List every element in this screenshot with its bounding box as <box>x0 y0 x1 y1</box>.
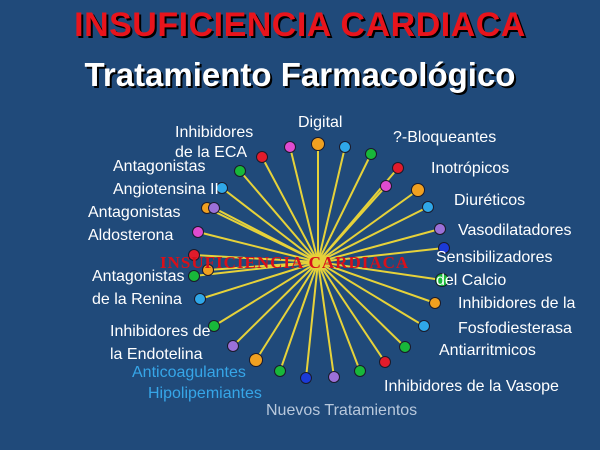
hub-spoke <box>317 261 436 304</box>
label-antagonistas-aldosterona: Antagonistas Aldosterona <box>88 204 181 244</box>
hub-node <box>392 162 404 174</box>
hub-node <box>300 372 312 384</box>
hub-node <box>411 183 425 197</box>
hub-spoke <box>197 231 319 263</box>
hub-node <box>202 264 214 276</box>
hub-node <box>256 151 268 163</box>
hub-nodes <box>188 137 450 384</box>
slide-subtitle: Tratamiento Farmacológico <box>84 56 516 93</box>
hub-node <box>216 182 228 194</box>
hub-node <box>365 148 377 160</box>
hub-node <box>328 371 340 383</box>
hub-spoke <box>317 261 406 348</box>
label-antiarritmicos: Antiarritmicos <box>439 342 536 359</box>
hub-center-label: INSUFICIENCIA CARDIACA <box>160 253 410 272</box>
hub-node <box>208 202 220 214</box>
hub-spoke <box>317 261 386 363</box>
hub-node <box>429 297 441 309</box>
label-inhibidores-eca: Inhibidores de la ECA <box>175 124 254 161</box>
hub-spoke <box>261 156 319 263</box>
hub-spoke <box>317 153 372 263</box>
hub-node <box>422 201 434 213</box>
hub-node <box>192 226 204 238</box>
hub-node <box>435 273 449 287</box>
label-diureticos: Diuréticos <box>454 192 526 209</box>
hub-spoke <box>239 170 319 263</box>
hub-node <box>339 141 351 153</box>
hub-spokes <box>193 144 445 379</box>
hub-spoke <box>199 261 319 300</box>
hub-spoke <box>317 146 346 263</box>
label-inhibidores-endotelina: Inhibidores de la Endotelina <box>110 323 211 363</box>
hub-node <box>188 270 200 282</box>
hub-spoke <box>317 189 419 263</box>
hub-node <box>188 249 200 261</box>
hub-node <box>249 353 263 367</box>
hub-node <box>379 356 391 368</box>
label-beta-bloqueantes: ?-Bloqueantes <box>393 129 497 146</box>
label-hipolipemiantes: Hipolipemiantes <box>148 385 262 402</box>
hub-node <box>274 365 286 377</box>
hub-spoke <box>232 261 319 347</box>
hub-center-dot <box>315 259 321 265</box>
hub-spoke <box>279 261 319 372</box>
hub-node <box>227 340 239 352</box>
hub-node <box>311 137 325 151</box>
hub-node <box>380 180 392 192</box>
hub-spoke <box>317 228 441 263</box>
hub-spoke <box>213 261 319 327</box>
label-vasodilatadores: Vasodilatadores <box>458 222 572 239</box>
hub-node <box>354 365 366 377</box>
hub-spoke <box>317 261 335 378</box>
hub-spoke <box>221 187 319 263</box>
slide-title: INSUFICIENCIA CARDIACA <box>74 6 526 44</box>
hub-spoke <box>289 146 319 263</box>
hub-spoke <box>317 261 425 327</box>
hub-node <box>208 320 220 332</box>
hub-spoke <box>305 261 319 379</box>
hub-spoke <box>213 207 319 263</box>
label-antagonistas-angiotensina: Antagonistas Angiotensina II <box>113 158 219 198</box>
hub-node <box>234 165 246 177</box>
hub-spoke <box>317 185 387 263</box>
label-sensibilizadores-calcio: Sensibilizadores del Calcio <box>436 249 553 289</box>
label-inhibidores-vasopresina: Inhibidores de la Vasope <box>384 378 559 395</box>
hub-spoke <box>317 261 361 372</box>
hub-node <box>434 223 446 235</box>
hub-node <box>399 341 411 353</box>
label-digital: Digital <box>298 114 343 131</box>
hub-spoke <box>255 261 319 361</box>
label-anticoagulantes: Anticoagulantes <box>132 364 246 381</box>
hub-spoke <box>317 206 429 263</box>
hub-node <box>438 242 450 254</box>
hub-node <box>284 141 296 153</box>
hub-node <box>418 320 430 332</box>
label-nuevos-tratamientos: Nuevos Tratamientos <box>266 402 418 419</box>
hub-spoke <box>317 247 445 263</box>
label-inotropicos: Inotrópicos <box>431 160 510 177</box>
hub-spoke <box>207 261 319 271</box>
hub-spoke <box>317 261 443 281</box>
hub-node <box>194 293 206 305</box>
label-antagonistas-renina: Antagonistas de la Renina <box>92 268 185 308</box>
label-inhibidores-fosfodiesterasa: Inhibidores de la Fosfodiesterasa <box>458 295 576 337</box>
hub-spoke <box>193 254 319 263</box>
